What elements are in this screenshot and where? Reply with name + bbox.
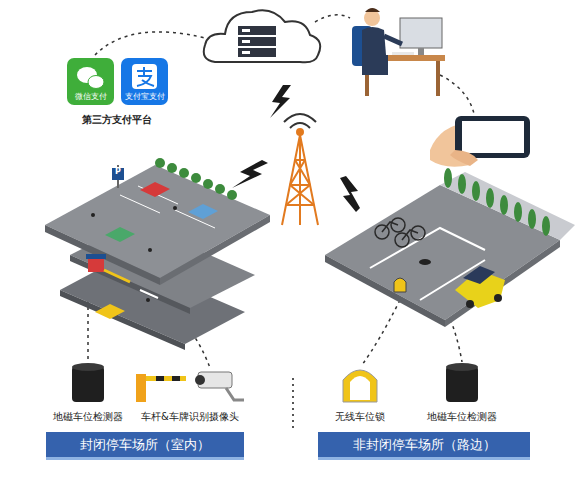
payment-tile: 微信支付 [67, 58, 114, 105]
node-text: 微信支付 [75, 91, 107, 102]
zone-band: 非封闭停车场所（路边） [318, 432, 530, 460]
zone-band: 封闭停车场所（室内） [46, 432, 244, 460]
wireless-parking-lock [343, 370, 377, 402]
office-operator [352, 8, 445, 96]
node-text: 支付宝支付 [125, 91, 165, 102]
cloud [204, 10, 320, 62]
radio-tower [282, 114, 318, 225]
node-text: 封闭停车场所（室内） [80, 436, 210, 454]
text-label: 无线车位锁 [335, 410, 385, 424]
geomagnetic-detector [72, 363, 104, 402]
indoor-parking-lot [45, 158, 270, 350]
text-label: 地磁车位检测器 [53, 410, 123, 424]
text-label: 第三方支付平台 [82, 113, 152, 127]
lpr-camera [195, 372, 244, 400]
text-label: 车杆&车牌识别摄像头 [141, 410, 239, 424]
text-label: 地磁车位检测器 [427, 410, 497, 424]
roadside-parking-lot [325, 168, 575, 327]
geomagnetic-detector [446, 363, 478, 402]
phone-in-hand [430, 116, 530, 167]
barrier-gate [136, 374, 186, 402]
payment-tile: 支付宝支付 [121, 58, 168, 105]
separator [292, 378, 294, 428]
node-text: 非封闭停车场所（路边） [353, 436, 496, 454]
signal-bolt [232, 85, 360, 212]
text-label: P [115, 167, 121, 176]
